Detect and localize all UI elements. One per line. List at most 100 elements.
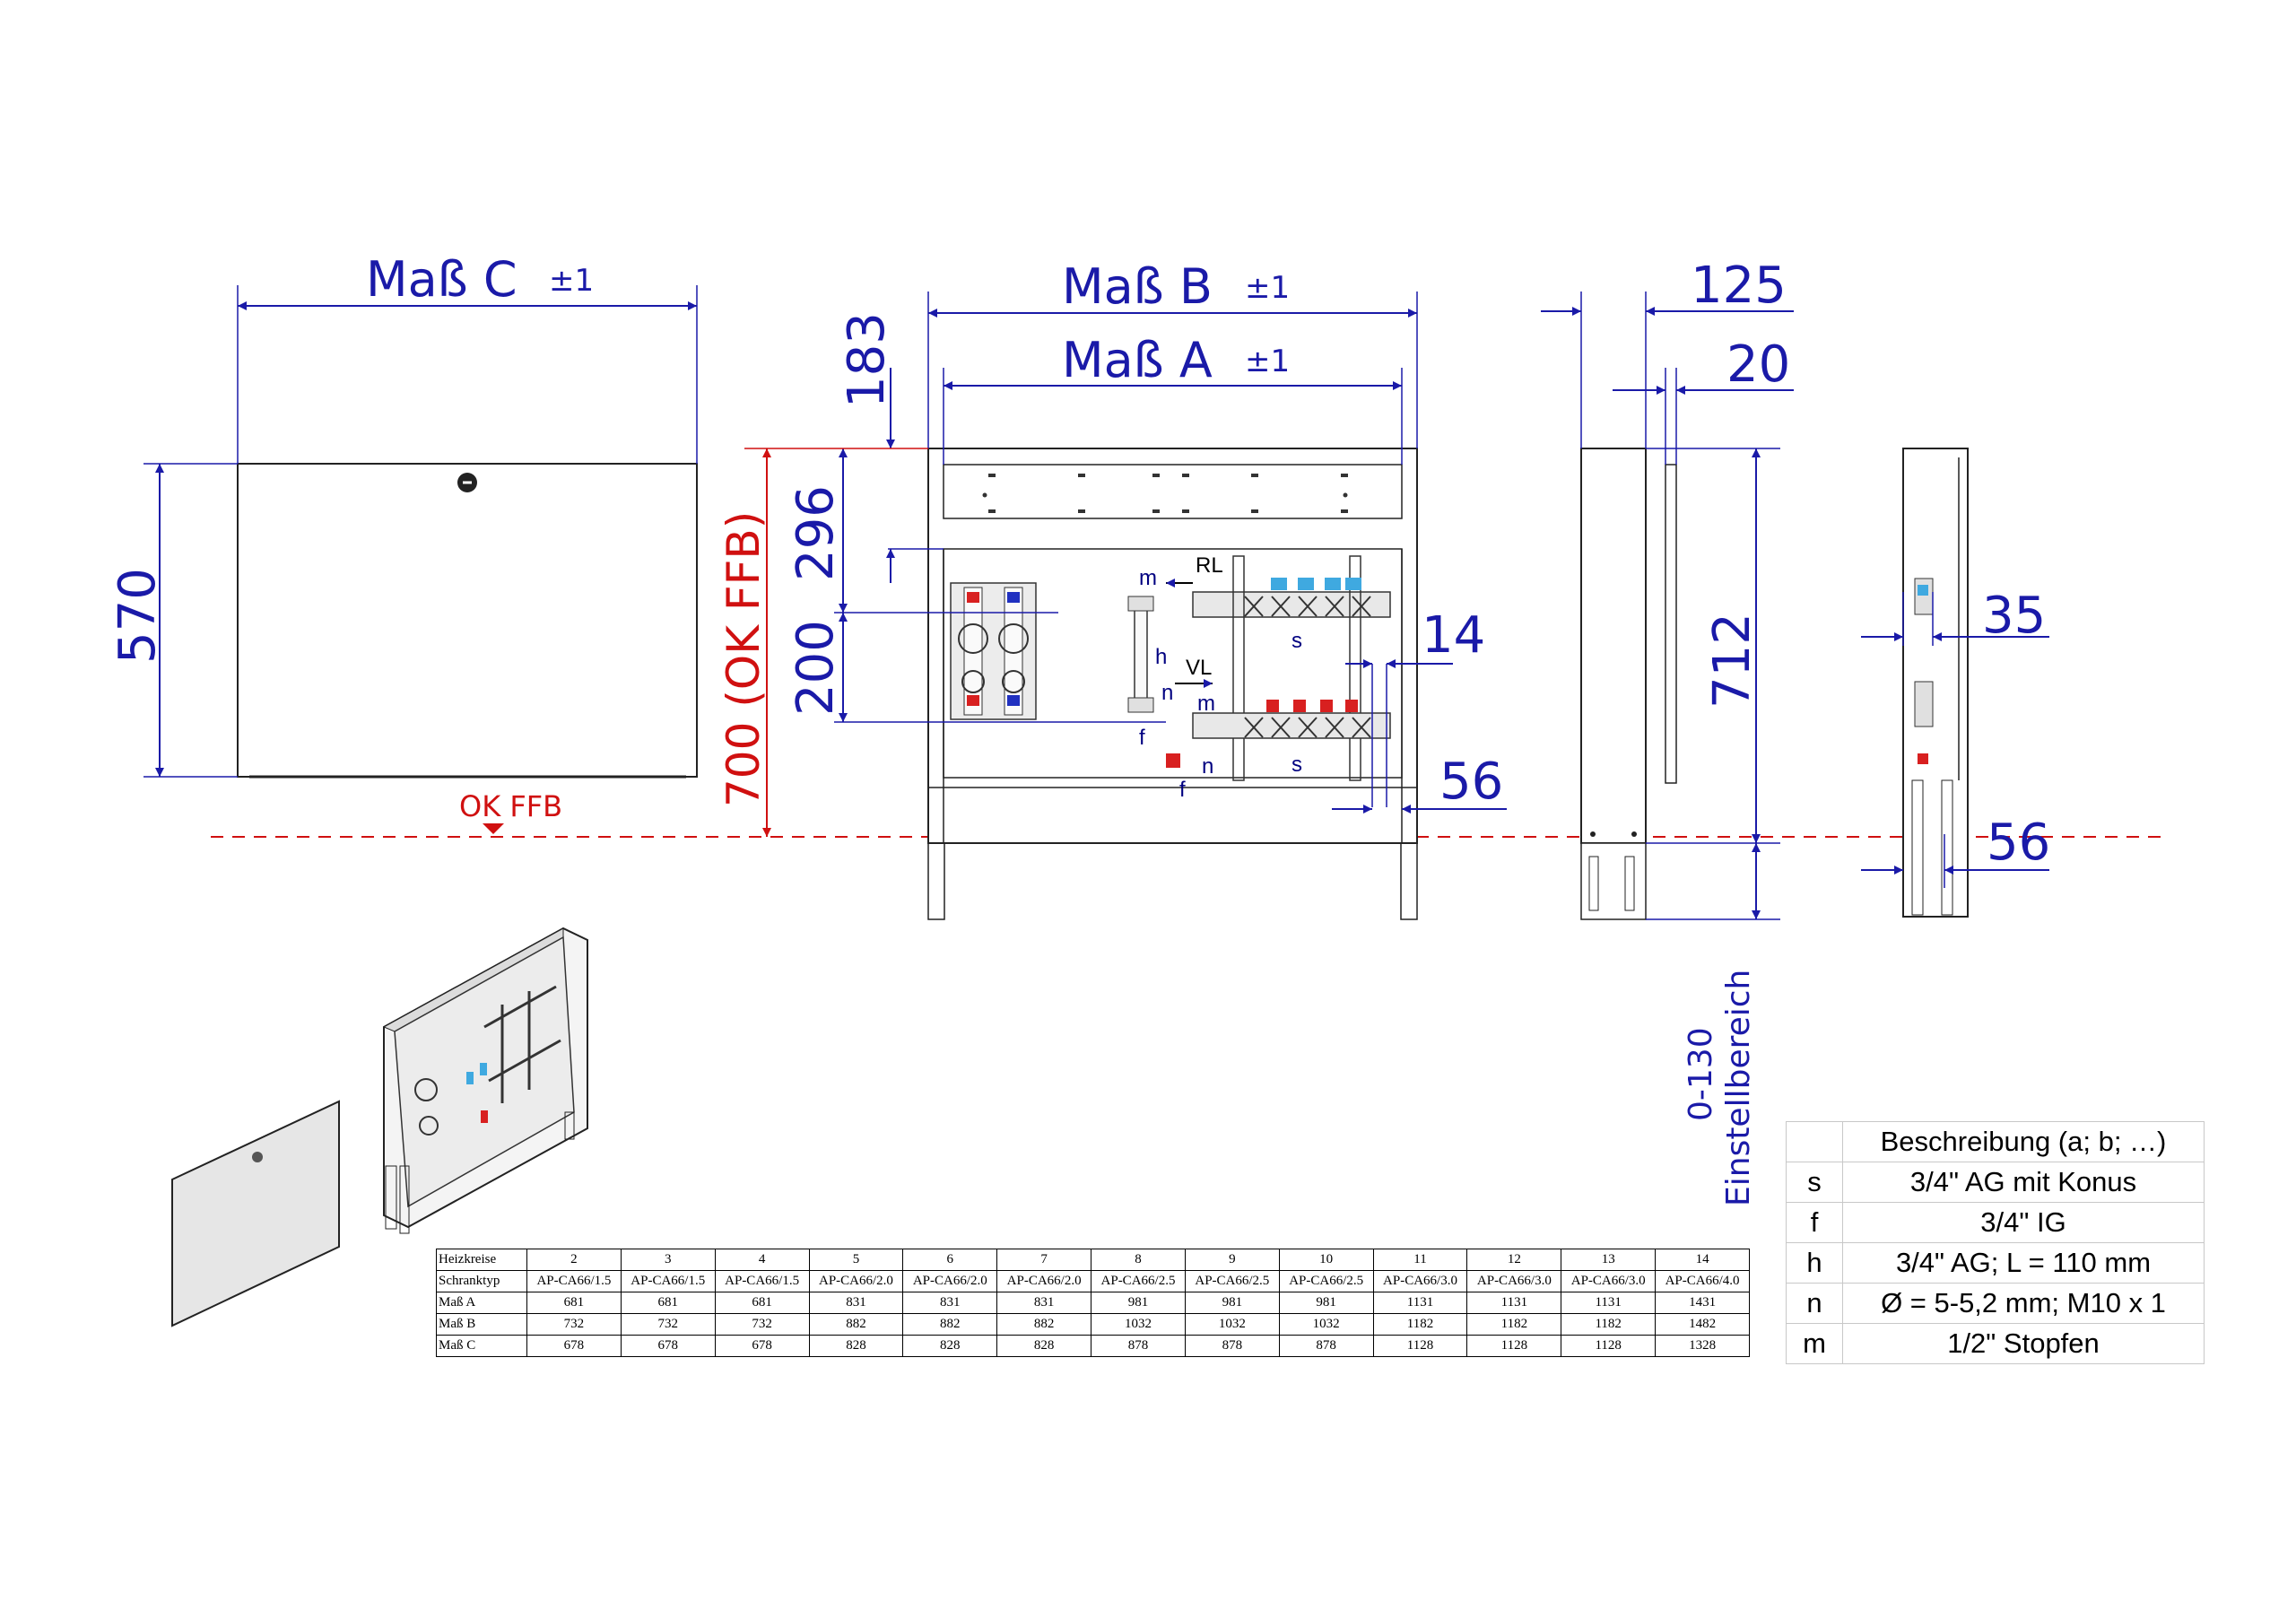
ok-ffb-label: OK FFB bbox=[459, 789, 562, 823]
row-header: Maß A bbox=[436, 1292, 527, 1314]
table-cell: 732 bbox=[620, 1313, 716, 1336]
row-header: Heizkreise bbox=[436, 1249, 527, 1271]
legend-desc: 3/4" AG mit Konus bbox=[1842, 1162, 2205, 1203]
label-s-1: s bbox=[1292, 629, 1302, 653]
legend-key: n bbox=[1786, 1283, 1843, 1324]
legend-desc: 3/4" IG bbox=[1842, 1202, 2205, 1243]
mass-b-label: Maß B bbox=[1062, 258, 1213, 315]
adjust-range: 0-130 bbox=[1683, 1027, 1719, 1121]
table-cell: 678 bbox=[714, 1335, 810, 1357]
table-cell: 10 bbox=[1278, 1249, 1374, 1271]
table-cell: 1482 bbox=[1655, 1313, 1750, 1336]
label-s-2: s bbox=[1292, 753, 1302, 777]
table-cell: 1032 bbox=[1091, 1313, 1186, 1336]
table-cell: 1131 bbox=[1372, 1292, 1468, 1314]
table-cell: 5 bbox=[808, 1249, 904, 1271]
front-cover-view: Maß C ±1 570 OK FFB bbox=[109, 251, 698, 834]
table-cell: 732 bbox=[714, 1313, 810, 1336]
row-header: Schranktyp bbox=[436, 1270, 527, 1292]
dim-14: 14 bbox=[1422, 606, 1485, 665]
dim-570: 570 bbox=[109, 568, 167, 664]
level-marker-icon bbox=[483, 823, 504, 834]
table-cell: 831 bbox=[808, 1292, 904, 1314]
table-cell: 1128 bbox=[1466, 1335, 1562, 1357]
legend-key: f bbox=[1786, 1202, 1843, 1243]
table-cell: 1032 bbox=[1278, 1313, 1374, 1336]
dim-56-side: 56 bbox=[1987, 814, 2050, 872]
dim-296: 296 bbox=[787, 485, 845, 581]
section-view: 35 56 bbox=[1861, 448, 2050, 918]
legend-desc: 3/4" AG; L = 110 mm bbox=[1842, 1242, 2205, 1284]
table-cell: 828 bbox=[902, 1335, 998, 1357]
table-cell: 1131 bbox=[1561, 1292, 1657, 1314]
legend-desc: 1/2" Stopfen bbox=[1842, 1323, 2205, 1364]
legend-key: m bbox=[1786, 1323, 1843, 1364]
side-view: 125 20 712 0-130 Einstellbereich bbox=[1541, 257, 1794, 1206]
row-header: Maß B bbox=[436, 1313, 527, 1336]
dim-125: 125 bbox=[1691, 257, 1787, 315]
table-cell: 8 bbox=[1091, 1249, 1186, 1271]
table-cell: AP-CA66/1.5 bbox=[714, 1270, 810, 1292]
table-cell: 681 bbox=[620, 1292, 716, 1314]
vl-label: VL bbox=[1186, 656, 1212, 680]
label-m-1: m bbox=[1139, 566, 1157, 590]
table-cell: 831 bbox=[902, 1292, 998, 1314]
dim-700: 700 (OK FFB) bbox=[718, 511, 770, 807]
front-open-view: RL VL m h n m f n f s s Maß B ±1 Maß A ±… bbox=[718, 258, 1507, 920]
table-cell: 981 bbox=[1278, 1292, 1374, 1314]
table-cell: 1128 bbox=[1372, 1335, 1468, 1357]
table-cell: 1182 bbox=[1561, 1313, 1657, 1336]
table-cell: 678 bbox=[526, 1335, 622, 1357]
table-cell: 9 bbox=[1184, 1249, 1280, 1271]
mass-a-tolerance: ±1 bbox=[1245, 344, 1290, 379]
legend-key: s bbox=[1786, 1162, 1843, 1203]
return-manifold bbox=[1192, 555, 1391, 781]
label-n-1: n bbox=[1161, 681, 1173, 705]
table-cell: 878 bbox=[1184, 1335, 1280, 1357]
table-cell: AP-CA66/2.0 bbox=[996, 1270, 1092, 1292]
legend-header-row: Beschreibung (a; b; …) bbox=[1786, 1121, 2205, 1162]
table-cell: 1182 bbox=[1372, 1313, 1468, 1336]
mass-a-label: Maß A bbox=[1062, 332, 1213, 388]
table-cell: 878 bbox=[1091, 1335, 1186, 1357]
table-cell: 4 bbox=[714, 1249, 810, 1271]
label-n-2: n bbox=[1202, 754, 1213, 779]
table-cell: 2 bbox=[526, 1249, 622, 1271]
table-cell: 882 bbox=[808, 1313, 904, 1336]
table-cell: 831 bbox=[996, 1292, 1092, 1314]
table-cell: 1182 bbox=[1466, 1313, 1562, 1336]
table-cell: 7 bbox=[996, 1249, 1092, 1271]
dim-35: 35 bbox=[1982, 587, 2046, 645]
table-cell: AP-CA66/4.0 bbox=[1655, 1270, 1750, 1292]
table-cell: 13 bbox=[1561, 1249, 1657, 1271]
adjust-label: Einstellbereich bbox=[1720, 970, 1757, 1206]
dim-712: 712 bbox=[1703, 613, 1761, 709]
label-f-1: f bbox=[1139, 726, 1145, 750]
legend-header-blank bbox=[1786, 1121, 1843, 1162]
row-header: Maß C bbox=[436, 1335, 527, 1357]
label-h: h bbox=[1155, 645, 1167, 669]
legend-key: h bbox=[1786, 1242, 1843, 1284]
rl-label: RL bbox=[1196, 553, 1223, 578]
flow-manifold bbox=[1166, 700, 1391, 768]
table-cell: 828 bbox=[808, 1335, 904, 1357]
table-cell: 1128 bbox=[1561, 1335, 1657, 1357]
table-cell: 981 bbox=[1091, 1292, 1186, 1314]
dim-56-front: 56 bbox=[1439, 753, 1503, 811]
table-cell: 3 bbox=[620, 1249, 716, 1271]
table-cell: AP-CA66/3.0 bbox=[1466, 1270, 1562, 1292]
station-assembly bbox=[950, 582, 1037, 720]
table-cell: AP-CA66/2.5 bbox=[1184, 1270, 1280, 1292]
legend-header: Beschreibung (a; b; …) bbox=[1842, 1121, 2205, 1162]
legend-desc: Ø = 5-5,2 mm; M10 x 1 bbox=[1842, 1283, 2205, 1324]
